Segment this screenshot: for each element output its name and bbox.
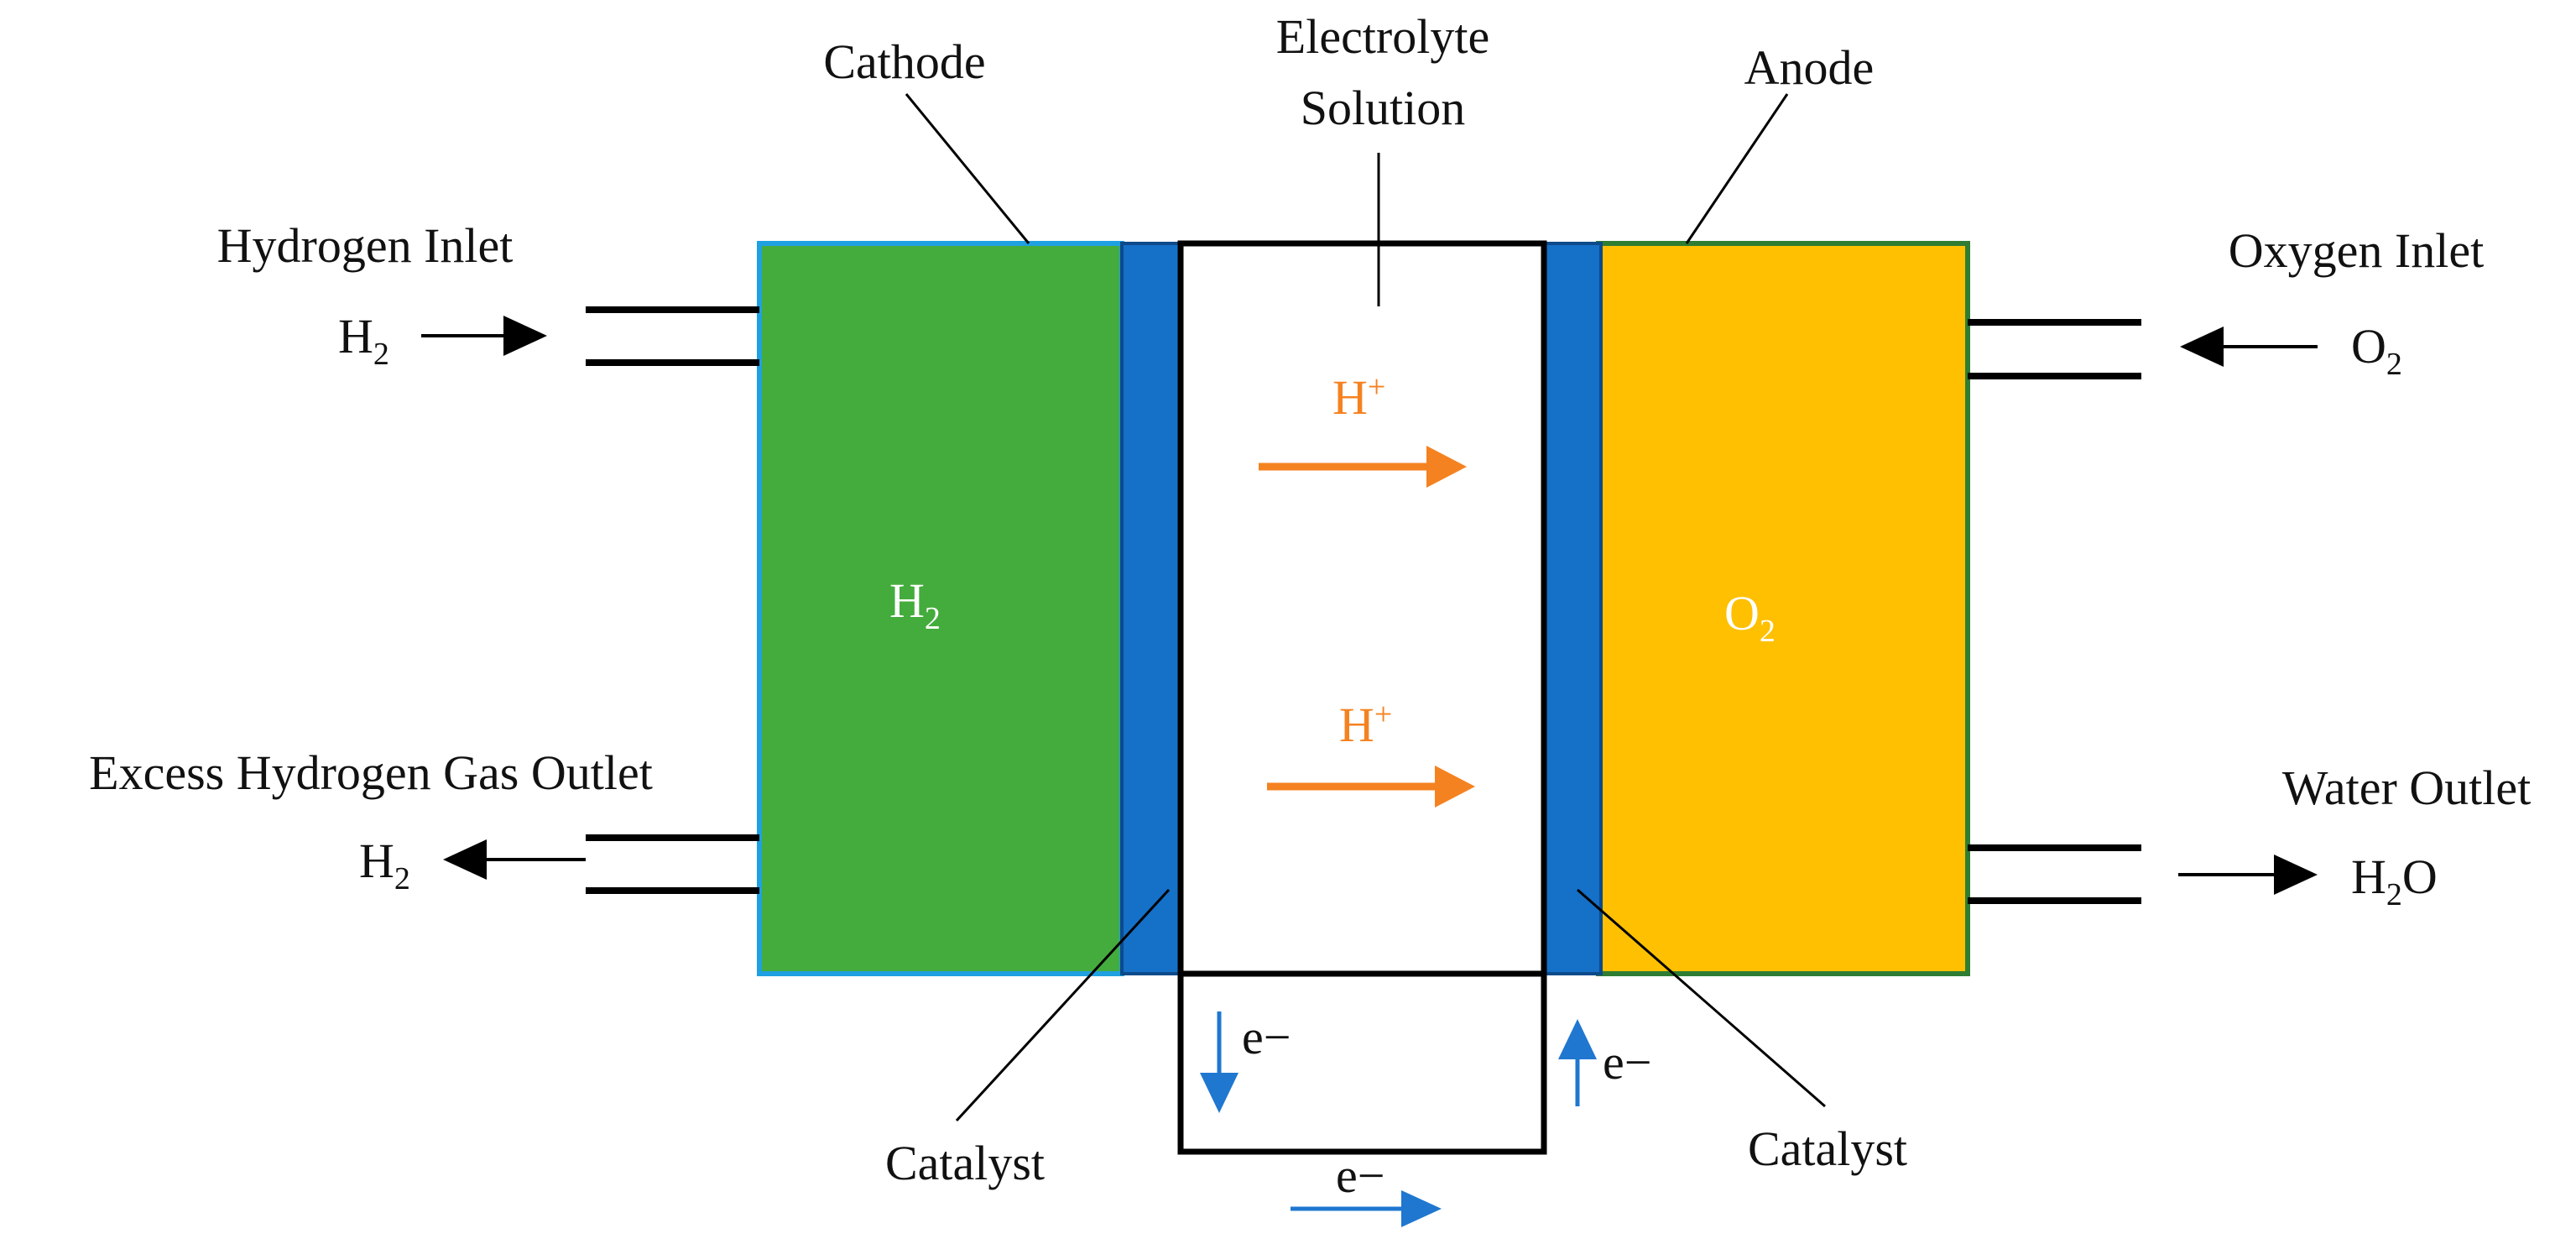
- water-outlet-arrow: [2178, 855, 2318, 895]
- electron-label-right: e−: [1603, 1035, 1651, 1090]
- oxygen-inlet-label: Oxygen Inlet: [2229, 223, 2484, 278]
- hydrogen-inlet-arrow: [421, 316, 547, 356]
- catalyst-strip-left: [1120, 242, 1182, 975]
- hydrogen-outlet-formula: H2: [359, 834, 410, 896]
- hydrogen-outlet-arrow: [443, 839, 586, 880]
- proton-label-top: H+: [1332, 369, 1385, 425]
- oxygen-inlet-formula: O2: [2351, 319, 2402, 382]
- electrolyte-label-line2: Solution: [1301, 81, 1466, 135]
- hydrogen-inlet-formula: H2: [338, 309, 389, 372]
- electron-arrow-down: [1200, 1011, 1238, 1113]
- anode-block: [1596, 241, 1970, 976]
- anode-leader-line: [1685, 93, 1789, 244]
- proton-label-bottom: H+: [1339, 697, 1392, 752]
- electrolyte-chamber: [1177, 240, 1547, 977]
- electron-label-left: e−: [1242, 1010, 1291, 1064]
- anode-gas-formula: O2: [1724, 586, 1776, 649]
- cathode-block: [757, 241, 1124, 976]
- electron-arrow-right: [1291, 1190, 1442, 1227]
- catalyst-left-leader-line: [955, 888, 1171, 1122]
- hydrogen-inlet-pipe: [586, 306, 759, 366]
- excess-hydrogen-outlet-label: Excess Hydrogen Gas Outlet: [89, 745, 653, 800]
- anode-label: Anode: [1744, 40, 1875, 95]
- oxygen-inlet-pipe: [1968, 319, 2141, 379]
- electrolyte-label-line1: Electrolyte: [1276, 9, 1489, 64]
- oxygen-inlet-arrow: [2180, 327, 2318, 367]
- catalyst-left-label: Catalyst: [885, 1136, 1045, 1190]
- hydrogen-outlet-pipe: [586, 834, 759, 894]
- cathode-gas-formula: H2: [889, 573, 941, 636]
- water-outlet-label: Water Outlet: [2282, 761, 2532, 815]
- external-circuit: [1177, 970, 1547, 1155]
- proton-arrow-top: [1259, 446, 1467, 488]
- water-outlet-formula: H2O: [2351, 849, 2438, 912]
- cathode-leader-line: [905, 93, 1030, 244]
- hydrogen-inlet-label: Hydrogen Inlet: [217, 218, 514, 273]
- proton-arrow-bottom: [1267, 766, 1475, 808]
- electron-label-bottom: e−: [1336, 1148, 1384, 1203]
- electron-arrow-up: [1558, 1019, 1597, 1106]
- catalyst-strip-right: [1541, 242, 1603, 975]
- catalyst-right-leader-line: [1577, 888, 1826, 1108]
- water-outlet-pipe: [1968, 844, 2141, 904]
- cathode-label: Cathode: [823, 34, 985, 89]
- catalyst-right-label: Catalyst: [1748, 1121, 1907, 1176]
